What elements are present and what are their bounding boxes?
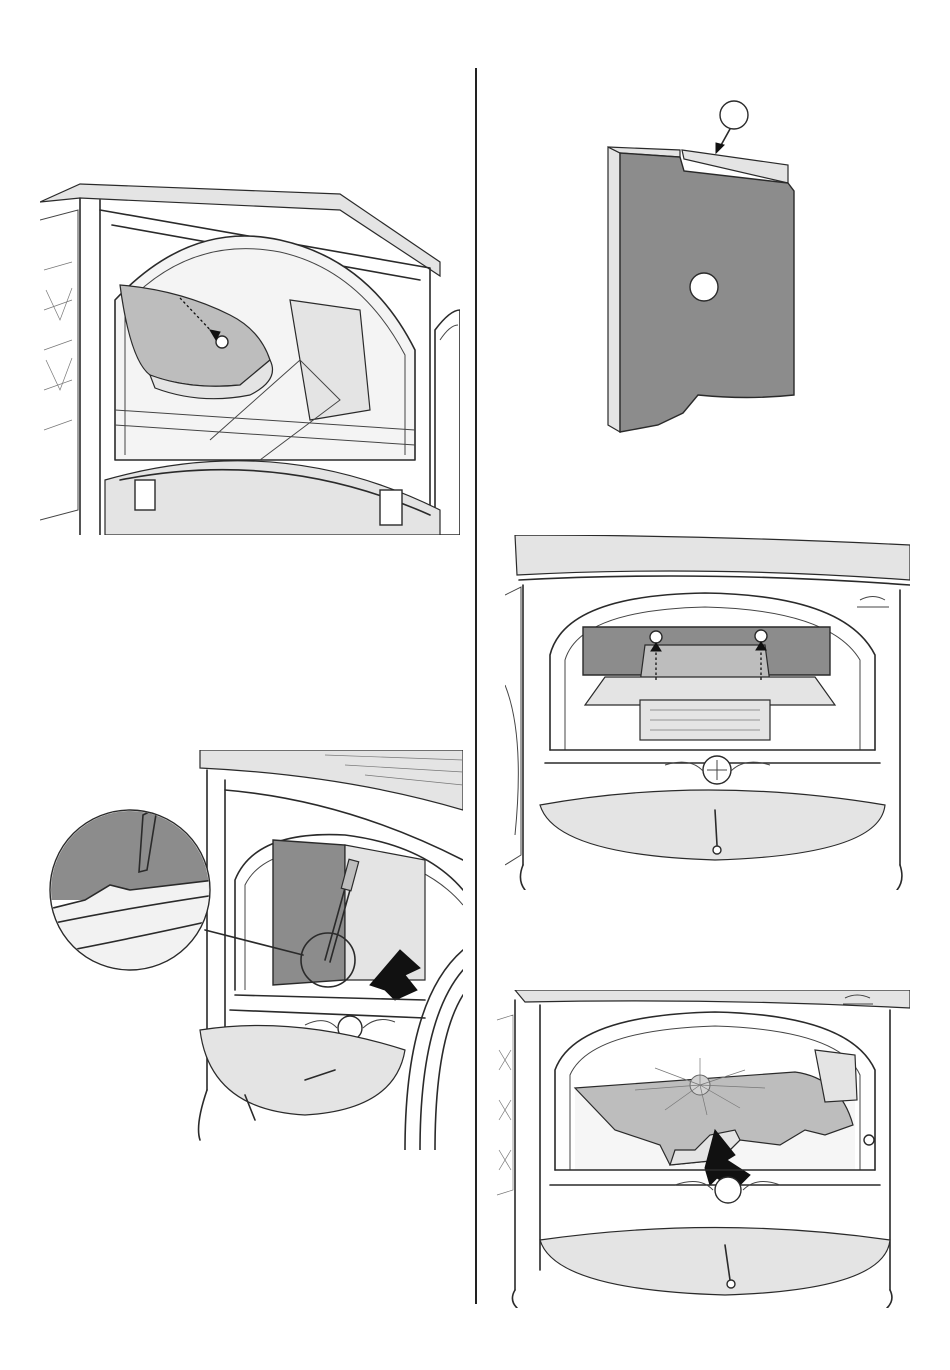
screwdriver-magnifier-illustration: [45, 750, 463, 1150]
firebrick-panel-illustration: [598, 95, 803, 435]
column-divider: [475, 68, 477, 1304]
baffle-removal-illustration: [495, 990, 910, 1308]
hole-marker: [690, 273, 718, 301]
stove-front-screws-illustration: [505, 535, 910, 890]
figure-baffle-removal: [495, 990, 910, 1308]
figure-stove-top-view: [40, 180, 460, 535]
figure-screwdriver-magnifier: [45, 750, 463, 1150]
figure-firebrick-panel: [598, 95, 803, 435]
figure-stove-front-screws: [505, 535, 910, 890]
callout-circle-top: [720, 101, 748, 129]
stove-top-view-illustration: [40, 180, 460, 535]
